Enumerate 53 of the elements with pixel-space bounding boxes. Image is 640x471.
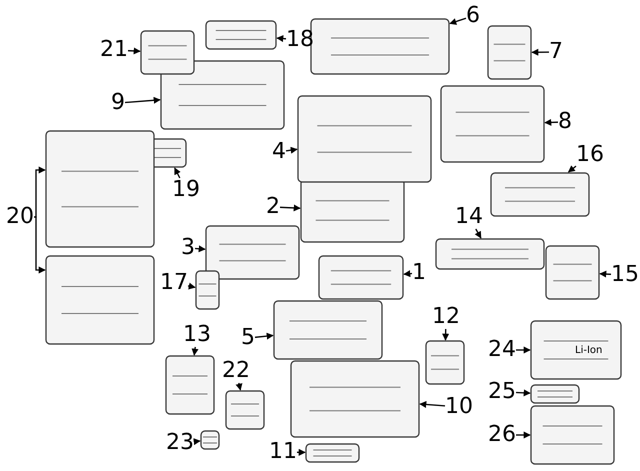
leader-arrow [474, 228, 482, 239]
leader-arrow [568, 165, 576, 173]
callout-number: 9 [111, 91, 125, 115]
leader-arrow [280, 204, 301, 212]
leader-arrow [34, 166, 46, 218]
leader-arrow [449, 18, 466, 25]
callout-number: 20 [6, 205, 34, 229]
leader-arrow [403, 270, 412, 278]
leader-arrow [442, 328, 450, 341]
label-text: Li-Ion [575, 345, 602, 356]
callout-number: 23 [166, 431, 194, 455]
leader-arrow [599, 270, 612, 278]
callout-number: 24 [488, 338, 516, 362]
leader-arrow [531, 48, 549, 56]
callout-number: 1 [412, 261, 426, 285]
leader-arrow [192, 346, 199, 356]
callout-number: 26 [488, 423, 516, 447]
leader-arrow [193, 438, 201, 446]
callout-number: 15 [611, 263, 639, 287]
callout-number: 3 [181, 236, 195, 260]
leader-arrow [128, 47, 141, 54]
leader-arrow [516, 432, 531, 438]
callout-number: 10 [445, 395, 473, 419]
callout-number: 16 [576, 143, 604, 167]
leader-arrow [419, 400, 446, 408]
leader-arrow [174, 167, 181, 178]
leader-arrow [254, 332, 274, 340]
leader-arrow [34, 216, 46, 274]
callout-number: 17 [160, 271, 188, 295]
callout-number: 19 [172, 178, 200, 202]
callout-number: 13 [183, 323, 211, 347]
callout-number: 4 [272, 140, 286, 164]
callout-number: 2 [266, 195, 280, 219]
callout-number: 7 [549, 40, 563, 64]
leader-arrow [276, 35, 286, 42]
callout-number: 21 [100, 38, 128, 62]
callout-number: 5 [241, 326, 255, 350]
leader-arrow [124, 96, 161, 104]
leader-arrow [516, 389, 531, 396]
callout-number: 12 [432, 305, 460, 329]
leader-arrow [188, 282, 196, 290]
leader-arrow [236, 382, 242, 391]
callout-number: 8 [558, 110, 572, 134]
callout-number: 11 [269, 440, 297, 464]
callout-number: 22 [222, 359, 250, 383]
callout-number: 14 [455, 205, 483, 229]
leader-arrow [297, 448, 306, 456]
leader-arrow [286, 146, 298, 154]
callout-number: 6 [466, 4, 480, 28]
leader-arrow [544, 118, 558, 126]
leader-arrow [516, 346, 531, 354]
leader-arrow [194, 245, 206, 252]
callout-number: 25 [488, 380, 516, 404]
